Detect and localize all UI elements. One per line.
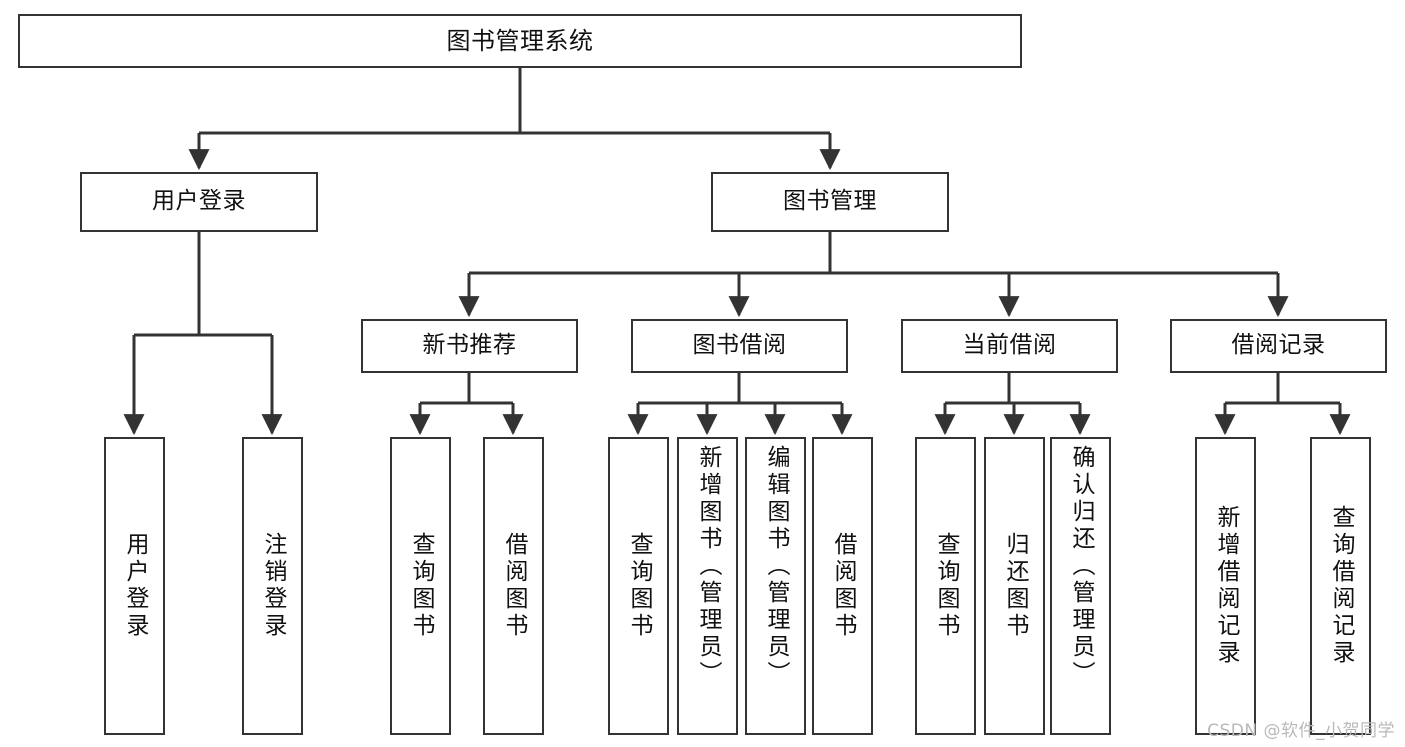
- node-leaf-add-book[interactable]: 新增图书（管理员）: [677, 437, 738, 735]
- node-borrow-record[interactable]: 借阅记录: [1170, 319, 1387, 373]
- node-borrow-record-label: 借阅记录: [1231, 332, 1326, 359]
- node-leaf-add-book-label: 新增图书（管理员）: [695, 445, 721, 688]
- node-leaf-query-record-label: 查询借阅记录: [1328, 505, 1354, 667]
- node-new-book-rec-label: 新书推荐: [422, 332, 517, 359]
- node-current-borrow-label: 当前借阅: [962, 332, 1057, 359]
- node-user-login-label: 用户登录: [152, 188, 246, 215]
- node-leaf-logout-label: 注销登录: [260, 532, 286, 640]
- node-leaf-query-book-1[interactable]: 查询图书: [390, 437, 451, 735]
- node-leaf-logout[interactable]: 注销登录: [242, 437, 303, 735]
- node-leaf-confirm-return-label: 确认归还（管理员）: [1068, 445, 1094, 688]
- node-leaf-add-record[interactable]: 新增借阅记录: [1195, 437, 1256, 735]
- node-leaf-return-book[interactable]: 归还图书: [984, 437, 1045, 735]
- node-leaf-add-record-label: 新增借阅记录: [1213, 505, 1239, 667]
- node-root-label: 图书管理系统: [446, 26, 594, 55]
- node-leaf-query-book-3[interactable]: 查询图书: [915, 437, 976, 735]
- watermark-text: CSDN @软件_小贺同学: [1207, 721, 1395, 741]
- node-leaf-user-login[interactable]: 用户登录: [104, 437, 165, 735]
- node-leaf-return-book-label: 归还图书: [1002, 532, 1028, 640]
- node-book-borrow-label: 图书借阅: [692, 332, 787, 359]
- node-leaf-query-book-3-label: 查询图书: [933, 532, 959, 640]
- node-leaf-confirm-return[interactable]: 确认归还（管理员）: [1050, 437, 1111, 735]
- node-leaf-borrow-book-2[interactable]: 借阅图书: [812, 437, 873, 735]
- node-user-login[interactable]: 用户登录: [80, 172, 318, 232]
- node-leaf-query-book-2-label: 查询图书: [626, 532, 652, 640]
- node-book-manage[interactable]: 图书管理: [711, 172, 949, 232]
- node-book-borrow[interactable]: 图书借阅: [631, 319, 848, 373]
- node-leaf-borrow-book-1-label: 借阅图书: [501, 532, 527, 640]
- node-leaf-borrow-book-1[interactable]: 借阅图书: [483, 437, 544, 735]
- node-book-manage-label: 图书管理: [783, 188, 877, 215]
- node-current-borrow[interactable]: 当前借阅: [901, 319, 1118, 373]
- node-leaf-user-login-label: 用户登录: [122, 532, 148, 640]
- node-leaf-edit-book-label: 编辑图书（管理员）: [763, 445, 789, 688]
- node-leaf-edit-book[interactable]: 编辑图书（管理员）: [745, 437, 806, 735]
- node-leaf-borrow-book-2-label: 借阅图书: [830, 532, 856, 640]
- node-root[interactable]: 图书管理系统: [18, 14, 1022, 68]
- node-leaf-query-record[interactable]: 查询借阅记录: [1310, 437, 1371, 735]
- node-new-book-rec[interactable]: 新书推荐: [361, 319, 578, 373]
- node-leaf-query-book-2[interactable]: 查询图书: [608, 437, 669, 735]
- node-leaf-query-book-1-label: 查询图书: [408, 532, 434, 640]
